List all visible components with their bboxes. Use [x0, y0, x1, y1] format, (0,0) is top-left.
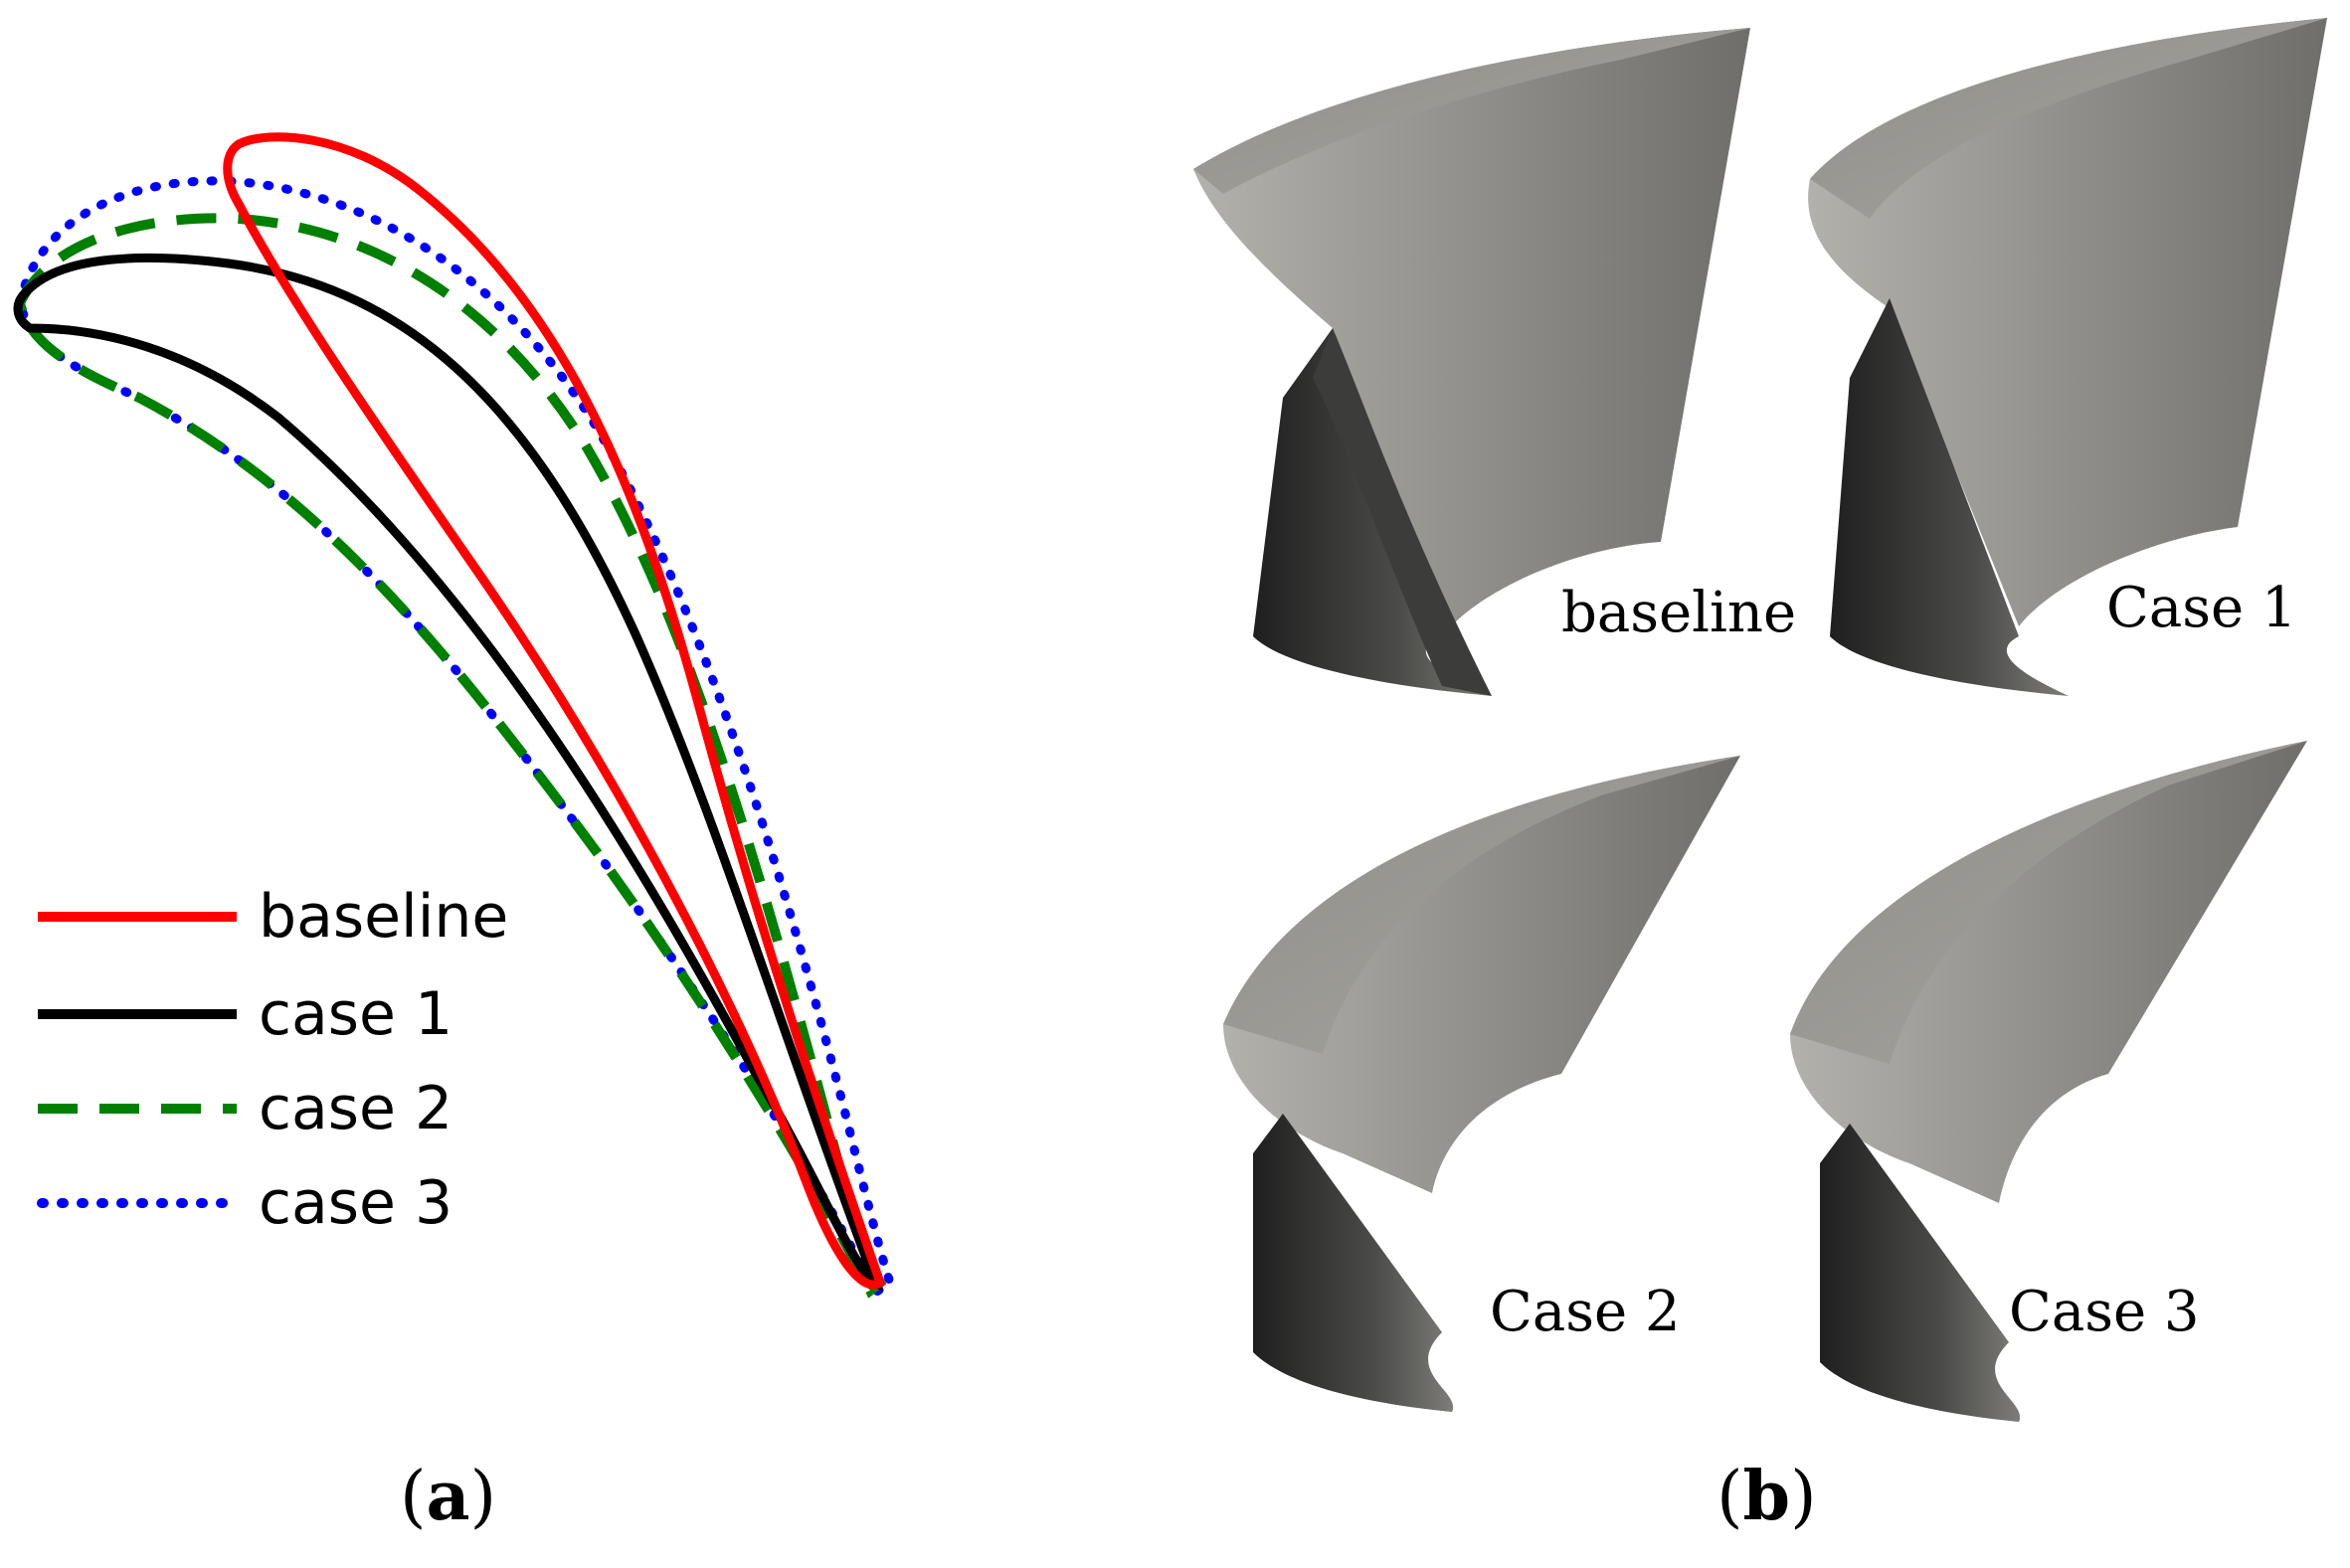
caption-a-close: ) — [469, 1458, 497, 1536]
profile-comparison-panel: baseline case 1 case 2 case 3 — [0, 0, 994, 1392]
legend-label-case-2: case 2 — [259, 1074, 452, 1143]
caption-b: (b) — [1717, 1457, 1817, 1536]
caption-b-open: ( — [1717, 1458, 1743, 1536]
case-1-profile — [13, 253, 884, 1293]
blade-baseline: baseline — [1193, 28, 1796, 696]
baseline-profile — [223, 132, 886, 1290]
legend-label-baseline: baseline — [259, 882, 508, 952]
legend-label-case-1: case 1 — [259, 979, 452, 1049]
legend: baseline case 1 case 2 case 3 — [37, 882, 508, 1238]
blade-renders: baseline Case 1 Case 2 Case 3 — [1193, 18, 2327, 1422]
profile-plot: baseline case 1 case 2 case 3 — [13, 132, 896, 1300]
caption-b-close: ) — [1790, 1458, 1817, 1536]
caption-b-letter: b — [1742, 1457, 1791, 1536]
blade-label-case-2: Case 2 — [1490, 1280, 1681, 1344]
legend-label-case-3: case 3 — [259, 1168, 452, 1238]
blade-render-panel: baseline Case 1 Case 2 Case 3 — [1144, 0, 2350, 1452]
blade-label-case-3: Case 3 — [2009, 1280, 2200, 1344]
case-3-profile — [15, 176, 896, 1300]
caption-a-letter: a — [426, 1457, 470, 1536]
blade-label-case-1: Case 1 — [2106, 576, 2297, 640]
caption-a-open: ( — [400, 1458, 427, 1536]
caption-a: (a) — [400, 1457, 496, 1536]
blade-case-1: Case 1 — [1808, 18, 2327, 696]
blade-case-3: Case 3 — [1790, 741, 2307, 1422]
blade-label-baseline: baseline — [1561, 581, 1796, 645]
blade-case-2: Case 2 — [1223, 756, 1740, 1412]
